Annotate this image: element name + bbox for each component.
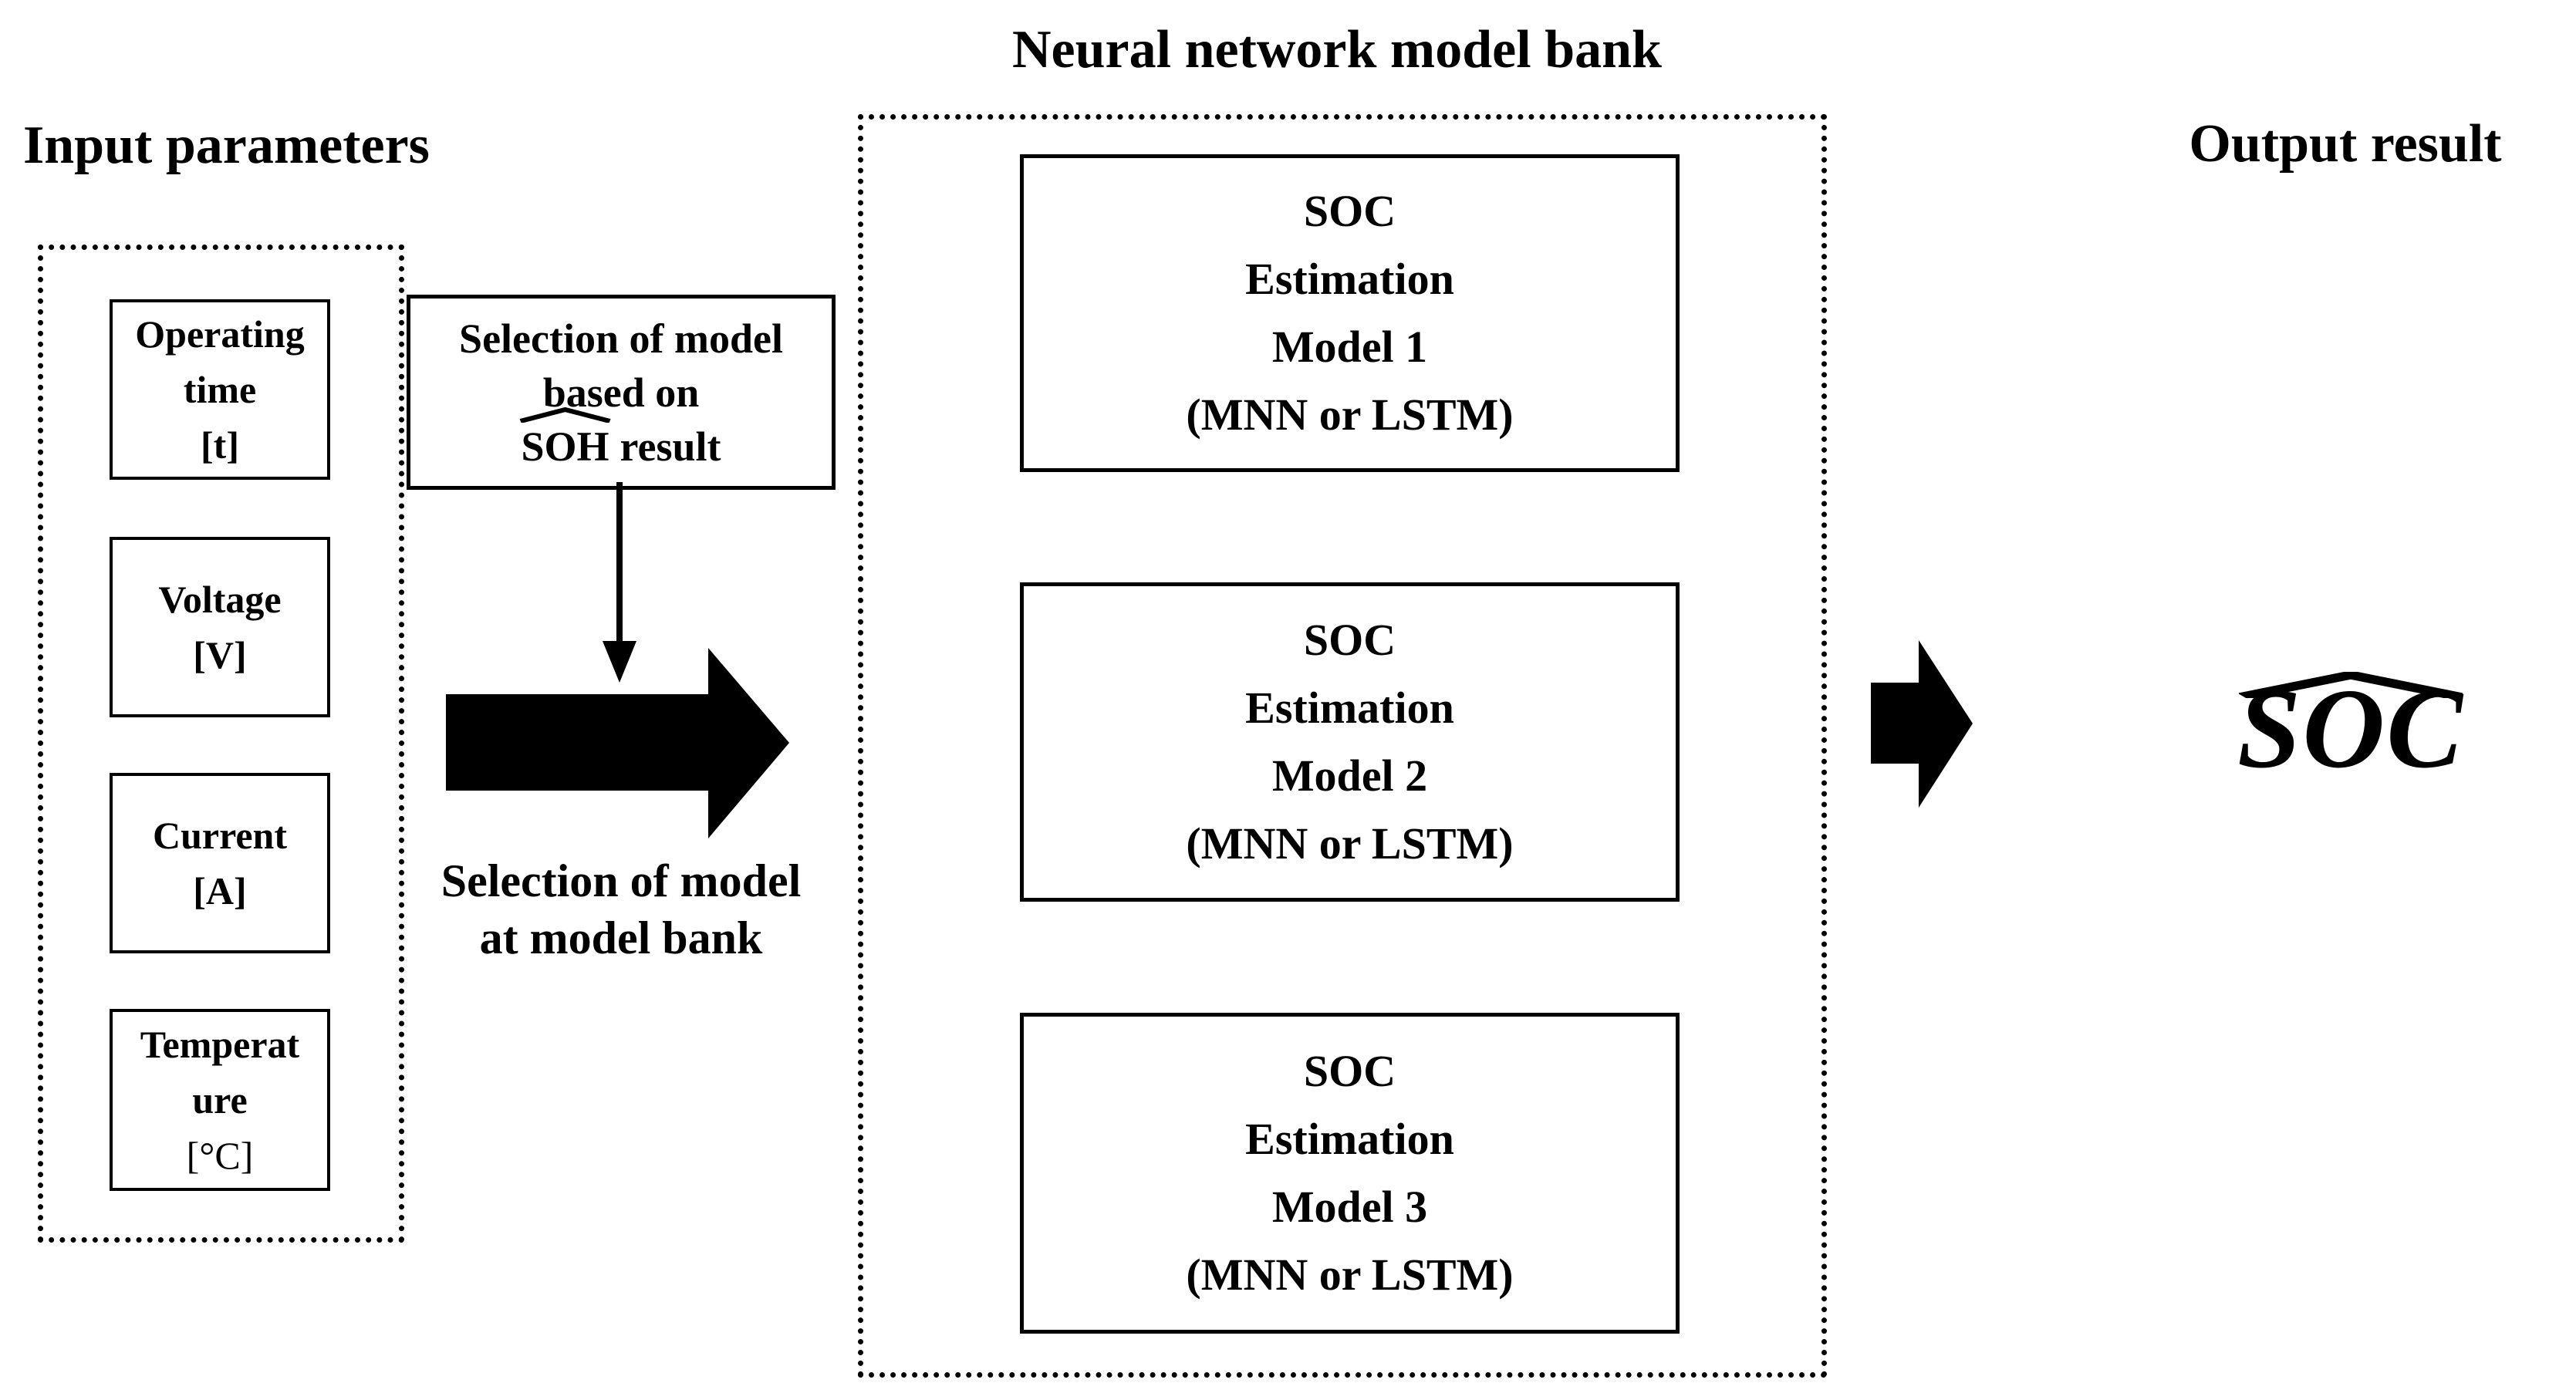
model-box-line: Estimation bbox=[1245, 683, 1454, 733]
model-box-line: Estimation bbox=[1245, 1114, 1454, 1164]
input-box-current: Current [A] bbox=[110, 773, 330, 953]
model-box-line: Model 2 bbox=[1271, 751, 1428, 801]
model-box-line: SOC bbox=[1303, 615, 1396, 665]
model-bank-heading: Neural network model bank bbox=[1012, 20, 1662, 79]
selection-box-line: Selection of model bbox=[459, 315, 783, 362]
input-box-line: [A] bbox=[193, 869, 247, 912]
input-box-line: ure bbox=[192, 1078, 248, 1122]
soc-model-1-box: SOC Estimation Model 1 (MNN or LSTM) bbox=[1020, 154, 1680, 472]
flow-arrow-icon bbox=[446, 648, 789, 838]
input-box-temperature: Temperat ure [°C] bbox=[110, 1009, 330, 1191]
input-box-voltage: Voltage [V] bbox=[110, 537, 330, 717]
input-box-line: [V] bbox=[193, 633, 247, 676]
model-box-line: SOC bbox=[1303, 1046, 1396, 1096]
selection-box-line-rest: result bbox=[620, 423, 721, 470]
input-box-unit-line: [°C] bbox=[186, 1134, 254, 1177]
model-box-line: Model 1 bbox=[1271, 322, 1428, 372]
selection-box-line: SOH result bbox=[519, 406, 721, 474]
soh-symbol: SOH bbox=[521, 423, 609, 470]
model-bank-group: SOC Estimation Model 1 (MNN or LSTM) SOC… bbox=[858, 114, 1827, 1378]
input-box-line: time bbox=[183, 368, 257, 411]
selection-basis-box: Selection of model based on SOH result bbox=[407, 295, 836, 490]
flow-caption-line: Selection of model bbox=[441, 855, 802, 906]
output-result-heading: Output result bbox=[2189, 114, 2502, 174]
input-box-line: Operating bbox=[135, 312, 305, 356]
soc-model-3-box: SOC Estimation Model 3 (MNN or LSTM) bbox=[1020, 1013, 1680, 1334]
input-parameters-heading: Input parameters bbox=[23, 116, 430, 175]
input-box-line: Current bbox=[152, 814, 288, 857]
model-box-line: SOC bbox=[1303, 186, 1396, 236]
input-box-line: [t] bbox=[201, 423, 239, 467]
model-box-line: Estimation bbox=[1245, 254, 1454, 304]
model-box-line: (MNN or LSTM) bbox=[1186, 390, 1514, 440]
soc-model-2-box: SOC Estimation Model 2 (MNN or LSTM) bbox=[1020, 582, 1680, 902]
soh-hat-icon bbox=[519, 406, 611, 423]
soc-hat-icon bbox=[2239, 672, 2463, 698]
flow-caption: Selection of model at model bank bbox=[401, 852, 841, 966]
selection-box-line: based on bbox=[542, 369, 700, 416]
input-box-operating-time: Operating time [t] bbox=[110, 299, 330, 480]
soc-hat-wrap: SOC bbox=[2222, 672, 2480, 786]
input-parameters-group: Operating time [t] Voltage [V] Current [… bbox=[38, 245, 404, 1243]
model-box-line: (MNN or LSTM) bbox=[1186, 818, 1514, 869]
model-box-line: (MNN or LSTM) bbox=[1186, 1250, 1514, 1300]
soc-output-symbol: SOC bbox=[2222, 652, 2480, 786]
flow-caption-line: at model bank bbox=[479, 912, 763, 963]
input-box-line: Temperat bbox=[140, 1023, 300, 1066]
model-box-line: Model 3 bbox=[1271, 1182, 1428, 1232]
output-arrow-icon bbox=[1871, 640, 1973, 808]
down-arrow-icon bbox=[603, 482, 636, 683]
input-box-line: Voltage bbox=[158, 578, 282, 621]
soh-hat-wrap: SOH bbox=[519, 406, 611, 474]
